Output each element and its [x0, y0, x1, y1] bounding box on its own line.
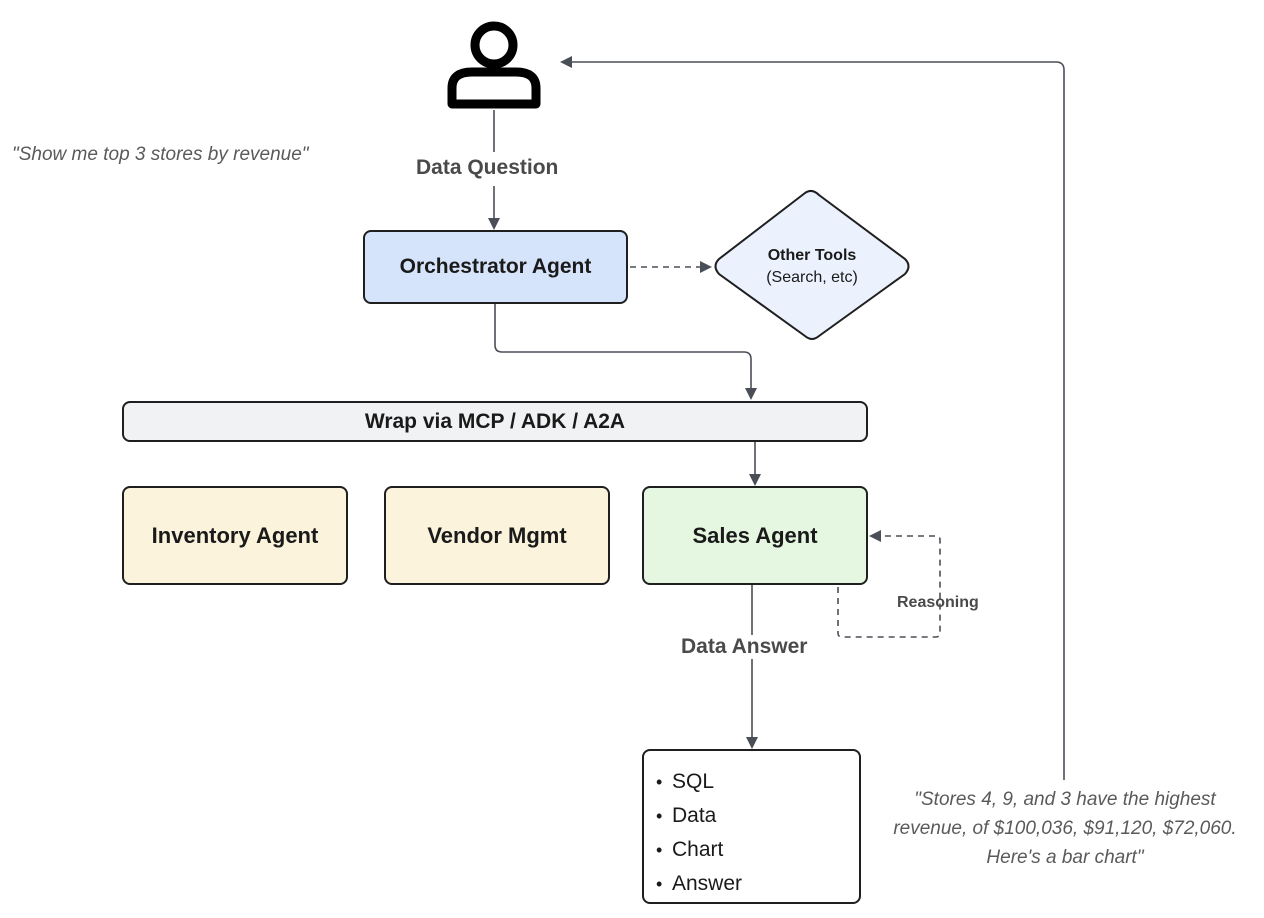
wrap-layer-label: Wrap via MCP / ADK / A2A	[364, 409, 626, 433]
edge-orchestrator-to-wrap	[494, 304, 757, 400]
answer-item-list: SQL Data Chart Answer	[656, 765, 742, 901]
answer-item-chart: Chart	[656, 833, 742, 867]
other-tools-title: Other Tools	[767, 247, 857, 264]
response-quote-line-1: "Stores 4, 9, and 3 have the highest	[914, 789, 1216, 810]
answer-item-sql: SQL	[656, 765, 742, 799]
response-quote-line-3: Here's a bar chart"	[986, 847, 1144, 868]
wrap-layer-bar[interactable]: Wrap via MCP / ADK / A2A	[122, 401, 868, 442]
edge-response-to-user	[560, 56, 1065, 780]
sales-agent-node[interactable]: Sales Agent	[642, 486, 868, 585]
answer-item-answer: Answer	[656, 867, 742, 901]
data-question-label: Data Question	[416, 156, 559, 179]
orchestrator-agent-label: Orchestrator Agent	[399, 255, 592, 278]
other-tools-diamond[interactable]	[714, 189, 910, 340]
data-answer-label: Data Answer	[681, 635, 808, 659]
sales-agent-label: Sales Agent	[692, 522, 818, 548]
answer-output-box[interactable]: SQL Data Chart Answer	[642, 749, 861, 904]
inventory-agent-node[interactable]: Inventory Agent	[122, 486, 348, 585]
response-quote-line-2: revenue, of $100,036, $91,120, $72,060.	[893, 818, 1237, 839]
user-icon	[447, 21, 541, 109]
other-tools-text: Other Tools (Search, etc)	[712, 230, 912, 304]
answer-item-data: Data	[656, 799, 742, 833]
inventory-agent-label: Inventory Agent	[151, 522, 319, 548]
response-quote: "Stores 4, 9, and 3 have the highest rev…	[870, 785, 1260, 872]
reasoning-label: Reasoning	[897, 594, 979, 611]
user-prompt-quote: "Show me top 3 stores by revenue"	[12, 144, 309, 165]
edge-reasoning-loop	[837, 530, 941, 638]
vendor-mgmt-node[interactable]: Vendor Mgmt	[384, 486, 610, 585]
vendor-mgmt-label: Vendor Mgmt	[427, 522, 567, 548]
other-tools-subtitle: (Search, etc)	[766, 269, 858, 286]
orchestrator-agent-node[interactable]: Orchestrator Agent	[363, 230, 628, 304]
